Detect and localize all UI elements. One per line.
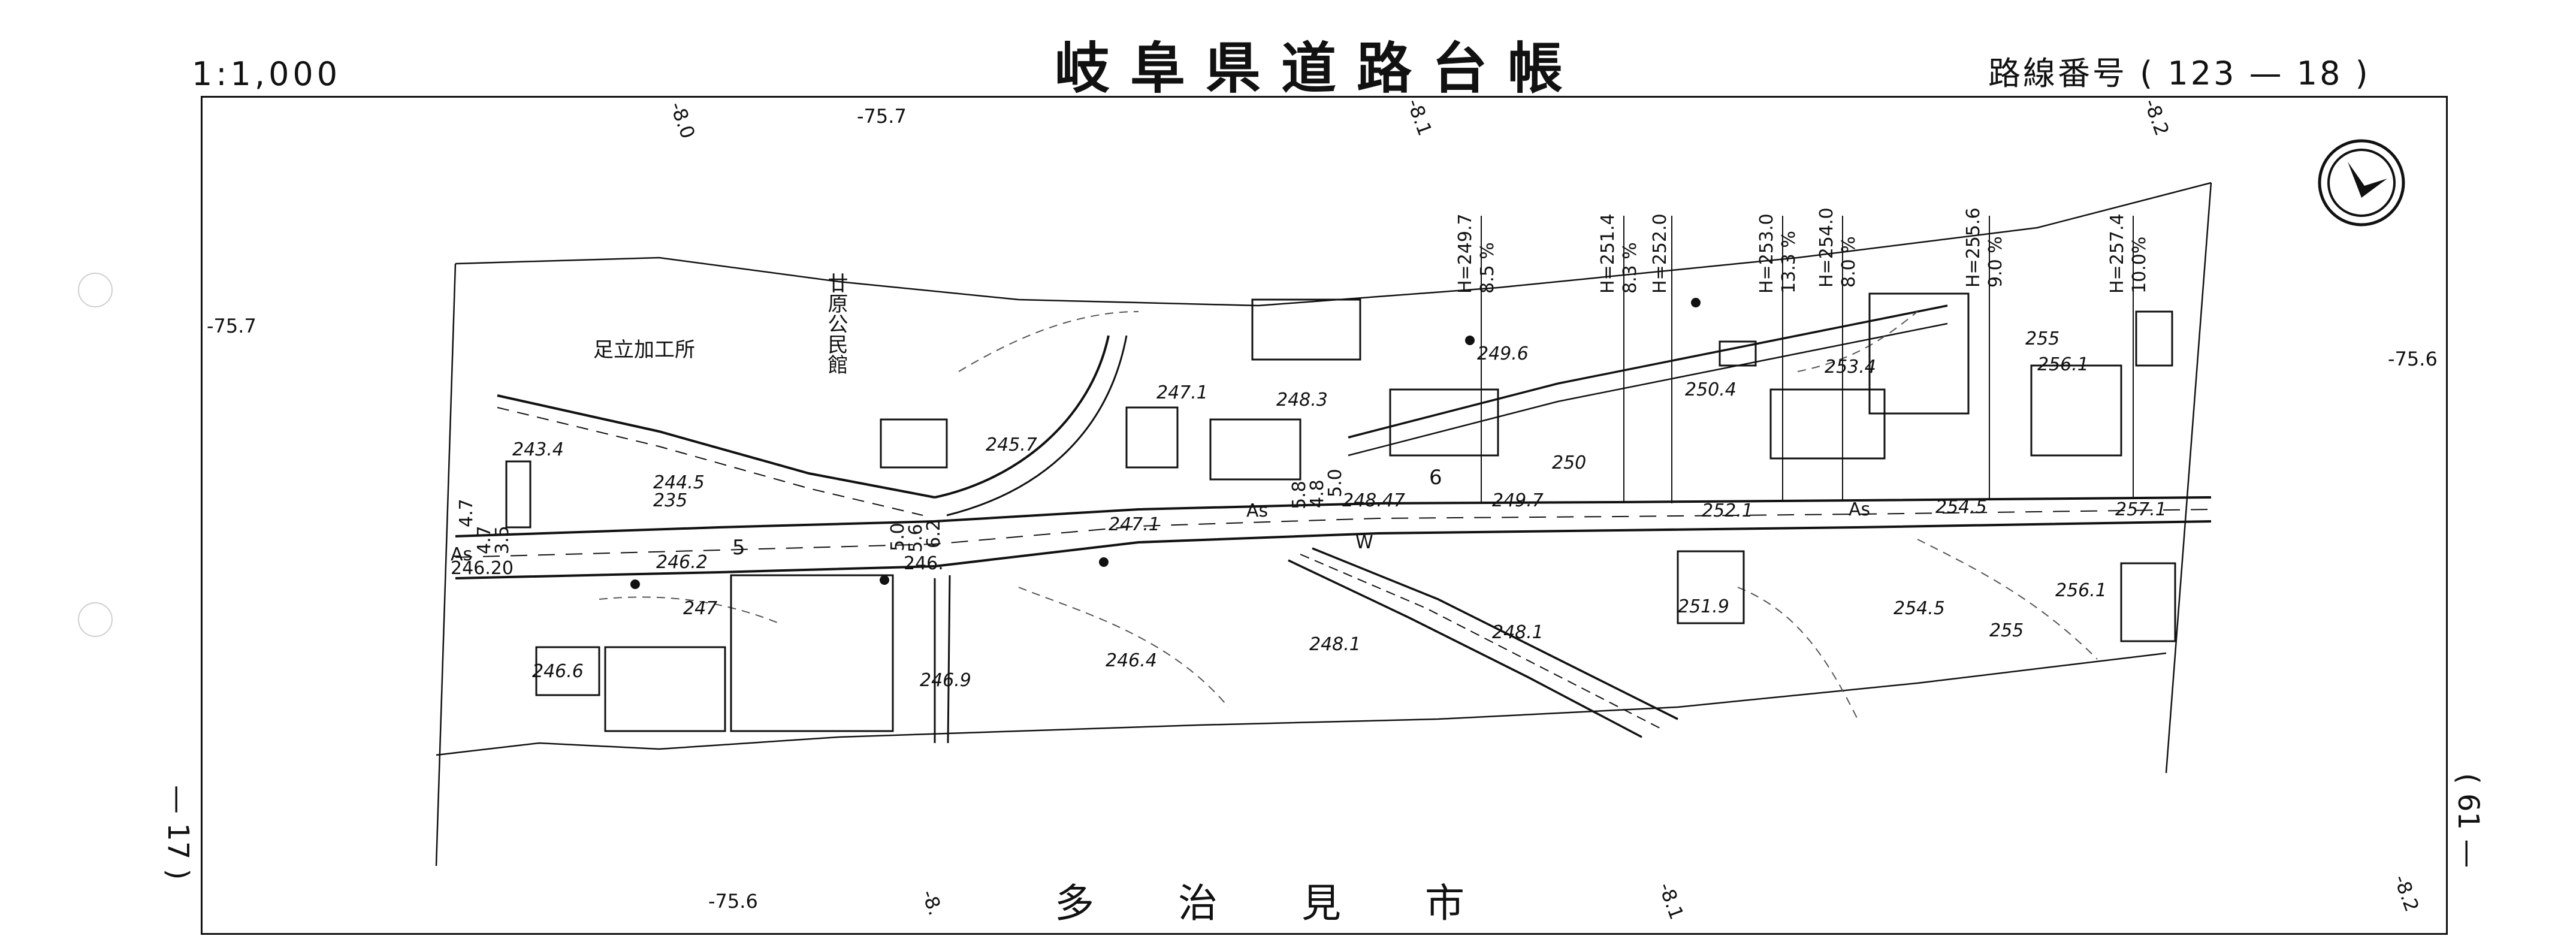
gradient-grade-label: 8.5 %: [1477, 242, 1498, 294]
spot-height: 249.7: [1492, 490, 1544, 511]
spot-height: 248.1: [1492, 622, 1544, 643]
spot-height: 246.9: [920, 670, 971, 691]
grid-tick-label: -8.1: [1402, 96, 1436, 139]
road-width-label: 246.20: [451, 558, 514, 579]
spot-height: 254.5: [1894, 598, 1945, 619]
spot-height: 248.1: [1309, 634, 1361, 655]
gradient-height-label: H=252.0: [1650, 213, 1671, 294]
water-label: W: [1355, 532, 1373, 553]
road-width-label: 6.2: [923, 520, 944, 548]
gradient-height-label: H=253.0: [1756, 213, 1777, 294]
spot-height: 250: [1552, 452, 1586, 473]
grid-tick-label: -75.6: [708, 890, 758, 913]
registration-hole-icon: [78, 273, 113, 307]
spot-height: 235: [653, 490, 687, 511]
north-arrow-icon: [2318, 139, 2405, 227]
grid-tick-label: -75.7: [857, 105, 907, 128]
left-margin-label: — 17 ): [161, 785, 195, 880]
scale-label: 1:1,000: [192, 55, 342, 93]
spot-height: 256.1: [2055, 580, 2107, 601]
spot-height: 246.6: [532, 661, 584, 682]
registration-hole-icon: [78, 602, 113, 637]
spot-height: 246.2: [656, 552, 708, 573]
gradient-grade-label: 13.3 %: [1778, 231, 1799, 294]
gradient-grade-label: 8.3 %: [1620, 242, 1641, 294]
gradient-height-label: H=251.4: [1597, 213, 1618, 294]
gradient-grade-label: 9.0 %: [1985, 236, 2006, 288]
spot-height: 253.4: [1825, 357, 1876, 378]
city-name: 多治見市: [1055, 880, 1548, 926]
spot-height: 243.4: [512, 439, 564, 460]
road-width-label: 4.8: [1307, 479, 1328, 508]
grid-tick-label: -8.0: [665, 99, 699, 142]
spot-height: 257.1: [2115, 499, 2167, 520]
pavement-label: As: [1849, 499, 1870, 520]
road-width-label: 246.: [904, 553, 944, 574]
spot-height: 256.1: [2037, 354, 2089, 375]
spot-height: 251.9: [1678, 596, 1729, 617]
pavement-label: As: [1246, 500, 1268, 521]
grid-tick-label: -8.1: [1654, 880, 1688, 923]
spot-height: 246.4: [1106, 650, 1157, 671]
community-hall-name: 廿原公民館: [824, 273, 848, 375]
gradient-grade-label: 10.0%: [2129, 237, 2150, 294]
spot-height: 255: [1989, 620, 2024, 641]
spot-height: 254.5: [1935, 497, 1987, 518]
spot-height: 250.4: [1685, 379, 1737, 400]
pavement-label: As: [451, 544, 472, 565]
road-width-label: 4.7: [474, 526, 495, 554]
gradient-height-label: H=254.0: [1816, 207, 1837, 288]
map-title: 岐阜県道路台帳: [1055, 37, 1584, 101]
grid-tick-label: -8.2: [2139, 96, 2173, 139]
spot-height: 247.1: [1156, 382, 1208, 403]
road-width-label: 5.8: [1289, 481, 1310, 509]
map-frame: [201, 96, 2448, 935]
road-width-label: 3.5: [492, 526, 513, 554]
road-width-label: 4.7: [456, 499, 477, 527]
gradient-height-label: H=257.4: [2107, 213, 2128, 294]
gradient-height-label: H=255.6: [1963, 207, 1984, 288]
gradient-height-label: H=249.7: [1455, 213, 1476, 294]
section-number: 5: [732, 536, 745, 560]
spot-height: 247: [683, 598, 717, 619]
right-margin-label: ( 61 —: [2451, 773, 2485, 868]
grid-tick-label: -8.2: [2389, 872, 2423, 915]
spot-height: 252.1: [1702, 500, 1753, 521]
spot-height: 248.47: [1342, 490, 1405, 511]
grid-tick-label: -75.6: [2388, 348, 2438, 370]
route-number-label: 路線番号 ( 123 — 18 ): [1988, 55, 2370, 92]
spot-height: 244.5: [653, 472, 705, 493]
spot-height: 248.3: [1276, 390, 1328, 410]
road-width-label: 5.6: [905, 524, 926, 552]
grid-tick-label: -8.: [917, 887, 947, 919]
spot-height: 245.7: [986, 434, 1037, 455]
section-number: 6: [1429, 466, 1442, 490]
factory-name: 足立加工所: [593, 338, 695, 362]
gradient-grade-label: 8.0 %: [1838, 236, 1859, 288]
spot-height: 249.6: [1477, 343, 1529, 364]
road-width-label: 5.0: [887, 523, 908, 551]
spot-height: 247.1: [1109, 514, 1160, 535]
spot-height: 255: [2025, 328, 2059, 349]
grid-tick-label: -75.7: [207, 315, 256, 337]
road-width-label: 5.0: [1325, 469, 1346, 497]
